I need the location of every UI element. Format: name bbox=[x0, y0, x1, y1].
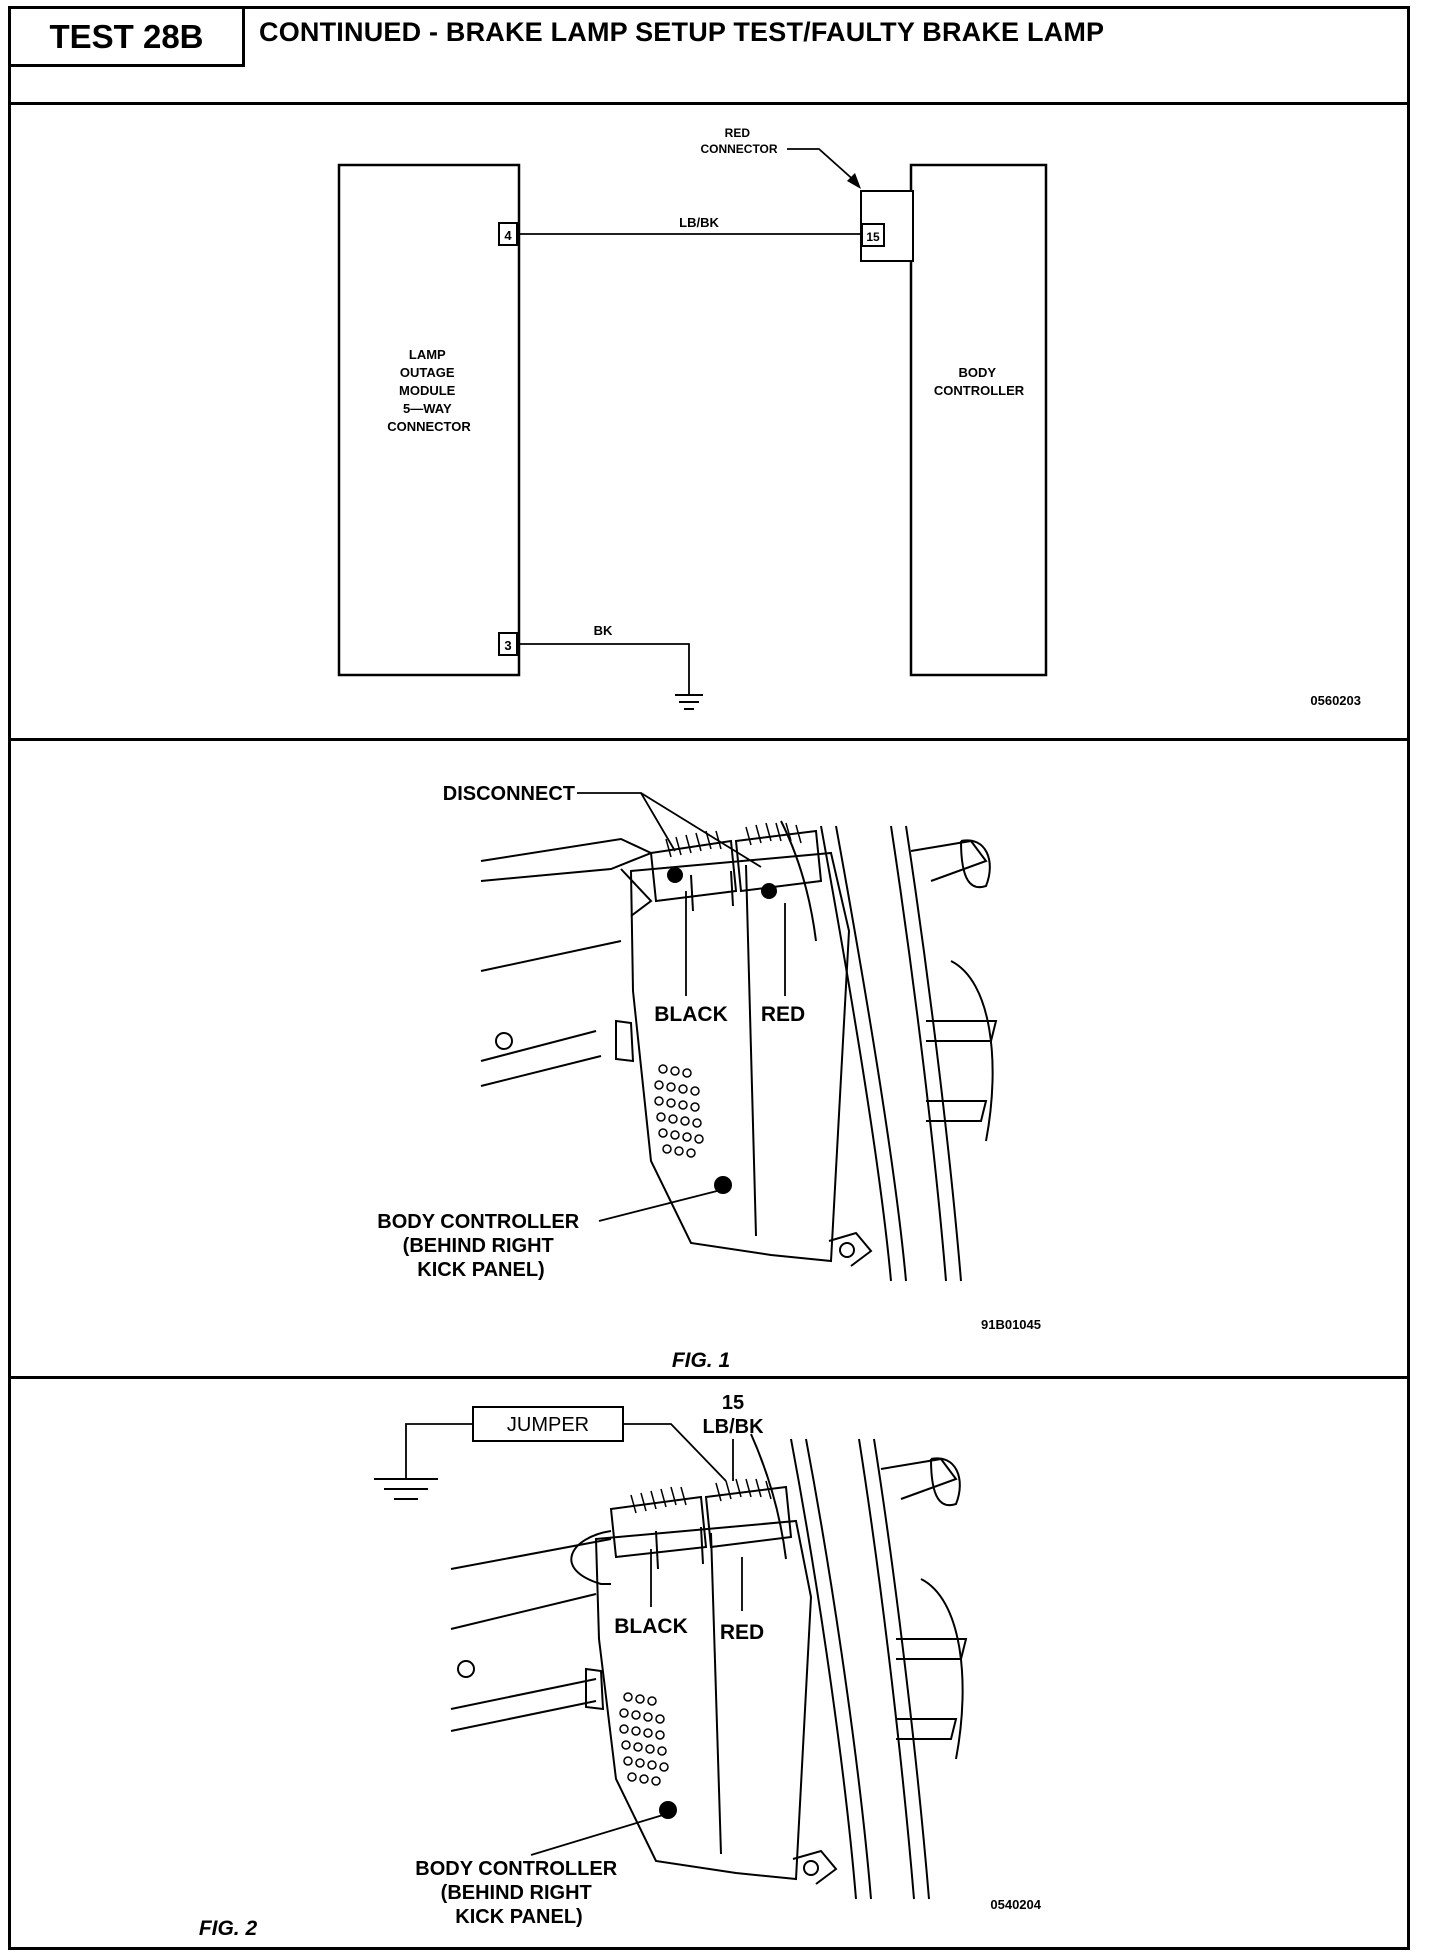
fig2-mounting-nut bbox=[803, 1860, 819, 1876]
fig1-disconnect-label: DISCONNECT bbox=[443, 783, 575, 805]
fig2-body-controller-leader bbox=[530, 1814, 664, 1856]
fig2-vehicle-structure bbox=[450, 1433, 968, 1900]
fig1-figure-code: 91B01045 bbox=[981, 1317, 1041, 1332]
fig2-jumper-label: JUMPER bbox=[507, 1414, 589, 1436]
ground-symbol bbox=[675, 694, 703, 710]
body-controller-box bbox=[909, 163, 1048, 677]
fig2-jumper-wire-ground bbox=[405, 1423, 473, 1479]
red-connector-label: RED CONNECTOR bbox=[700, 126, 777, 156]
fig2-black-label: BLACK bbox=[614, 1615, 688, 1638]
fig1-red-label: RED bbox=[761, 1003, 805, 1026]
lamp-module-label: LAMP OUTAGE MODULE 5—WAY CONNECTOR bbox=[387, 347, 471, 434]
fig2-connector-ribs bbox=[630, 1478, 772, 1514]
manual-page: TEST 28B CONTINUED - BRAKE LAMP SETUP TE… bbox=[8, 6, 1410, 1950]
fig2-pin-label: 15 bbox=[722, 1392, 744, 1414]
fig1-panel: DISCONNECT BLACK RED BODY CONTROLLER (BE… bbox=[11, 741, 1407, 1379]
page-title: CONTINUED - BRAKE LAMP SETUP TEST/FAULTY… bbox=[259, 17, 1105, 47]
schematic-panel: LAMP OUTAGE MODULE 5—WAY CONNECTOR 4 3 B… bbox=[11, 105, 1407, 741]
fig1-body-controller-label: BODY CONTROLLER (BEHIND RIGHT KICK PANEL… bbox=[377, 1211, 584, 1281]
fig2-red-label: RED bbox=[720, 1621, 764, 1644]
fig1-caption: FIG. 1 bbox=[672, 1349, 730, 1372]
fig2-ground-symbol bbox=[374, 1478, 438, 1500]
body-controller-label: BODY CONTROLLER bbox=[934, 365, 1025, 398]
fig1-illustration: DISCONNECT BLACK RED BODY CONTROLLER (BE… bbox=[377, 783, 1041, 1372]
header-bar: TEST 28B CONTINUED - BRAKE LAMP SETUP TE… bbox=[11, 9, 1407, 105]
fig2-body-controller-label: BODY CONTROLLER (BEHIND RIGHT KICK PANEL… bbox=[415, 1858, 622, 1928]
red-connector-arrowhead bbox=[847, 173, 861, 189]
fig1-red-connector-dot bbox=[761, 883, 777, 899]
fig1-disconnect-leader-b bbox=[640, 792, 762, 868]
pin-15-label: 15 bbox=[866, 230, 880, 244]
fig2-figure-code: 0540204 bbox=[990, 1897, 1041, 1912]
fig1-black-label: BLACK bbox=[654, 1003, 728, 1026]
test-id: TEST 28B bbox=[49, 17, 204, 55]
fig2-vent-holes bbox=[619, 1692, 669, 1786]
fig2-dash-bolt bbox=[457, 1660, 475, 1678]
fig1-body-controller-leader bbox=[598, 1190, 718, 1222]
fig2-illustration: JUMPER 15 LB/BK BLACK RED BODY CONTROLLE… bbox=[199, 1392, 1042, 1940]
fig2-wire-label: LB/BK bbox=[702, 1416, 764, 1438]
pin-3-label: 3 bbox=[504, 638, 511, 653]
fig2-panel: JUMPER 15 LB/BK BLACK RED BODY CONTROLLE… bbox=[11, 1379, 1407, 1947]
fig1-vehicle-structure bbox=[480, 820, 998, 1282]
pin-4-label: 4 bbox=[504, 228, 512, 243]
red-connector-leader bbox=[787, 148, 858, 184]
fig2-jumper-wire-pin bbox=[623, 1423, 727, 1482]
fig2-mounting-screw bbox=[659, 1801, 677, 1819]
fig1-mounting-nut bbox=[839, 1242, 855, 1258]
lamp-outage-module-box bbox=[337, 163, 521, 677]
fig1-black-connector-dot bbox=[667, 867, 683, 883]
wiring-schematic: LAMP OUTAGE MODULE 5—WAY CONNECTOR 4 3 B… bbox=[337, 126, 1361, 710]
bk-wire-label: BK bbox=[594, 623, 613, 638]
lbbk-wire-label: LB/BK bbox=[679, 215, 719, 230]
fig1-connector-ribs bbox=[665, 822, 802, 858]
fig1-mounting-screw bbox=[714, 1176, 732, 1194]
schematic-figure-code: 0560203 bbox=[1310, 693, 1361, 708]
fig1-vent-holes bbox=[654, 1064, 704, 1158]
fig2-caption: FIG. 2 bbox=[199, 1917, 258, 1940]
fig1-dash-bolt bbox=[495, 1032, 513, 1050]
pin-15-box bbox=[861, 223, 885, 247]
bk-wire bbox=[517, 643, 690, 695]
test-id-box: TEST 28B bbox=[11, 9, 245, 67]
